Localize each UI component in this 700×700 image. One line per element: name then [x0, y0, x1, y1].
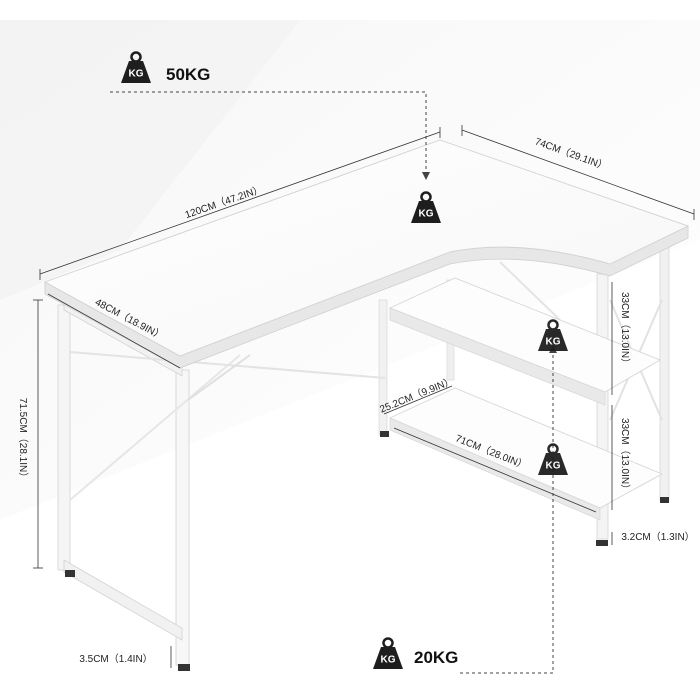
shelf-height-bottom-dimension: 33CM（13.0IN） — [619, 418, 631, 494]
shelf-height-top-dimension: 33CM（13.0IN） — [619, 292, 631, 368]
dimension-lines — [33, 125, 695, 668]
shelf-load-label: 20KG — [414, 648, 458, 667]
upper-shelf — [388, 277, 662, 406]
foot-clearance-dimension: 3.5CM（1.4IN） — [79, 653, 152, 665]
left-leg-frame — [57, 299, 386, 671]
leg-foot-dimension: 3.2CM（1.3IN） — [621, 531, 694, 543]
height-dimension: 71.5CM（28.1IN） — [17, 398, 29, 482]
desktop — [43, 139, 690, 369]
lower-shelf — [388, 387, 664, 521]
desktop-load-label: 50KG — [166, 65, 210, 84]
